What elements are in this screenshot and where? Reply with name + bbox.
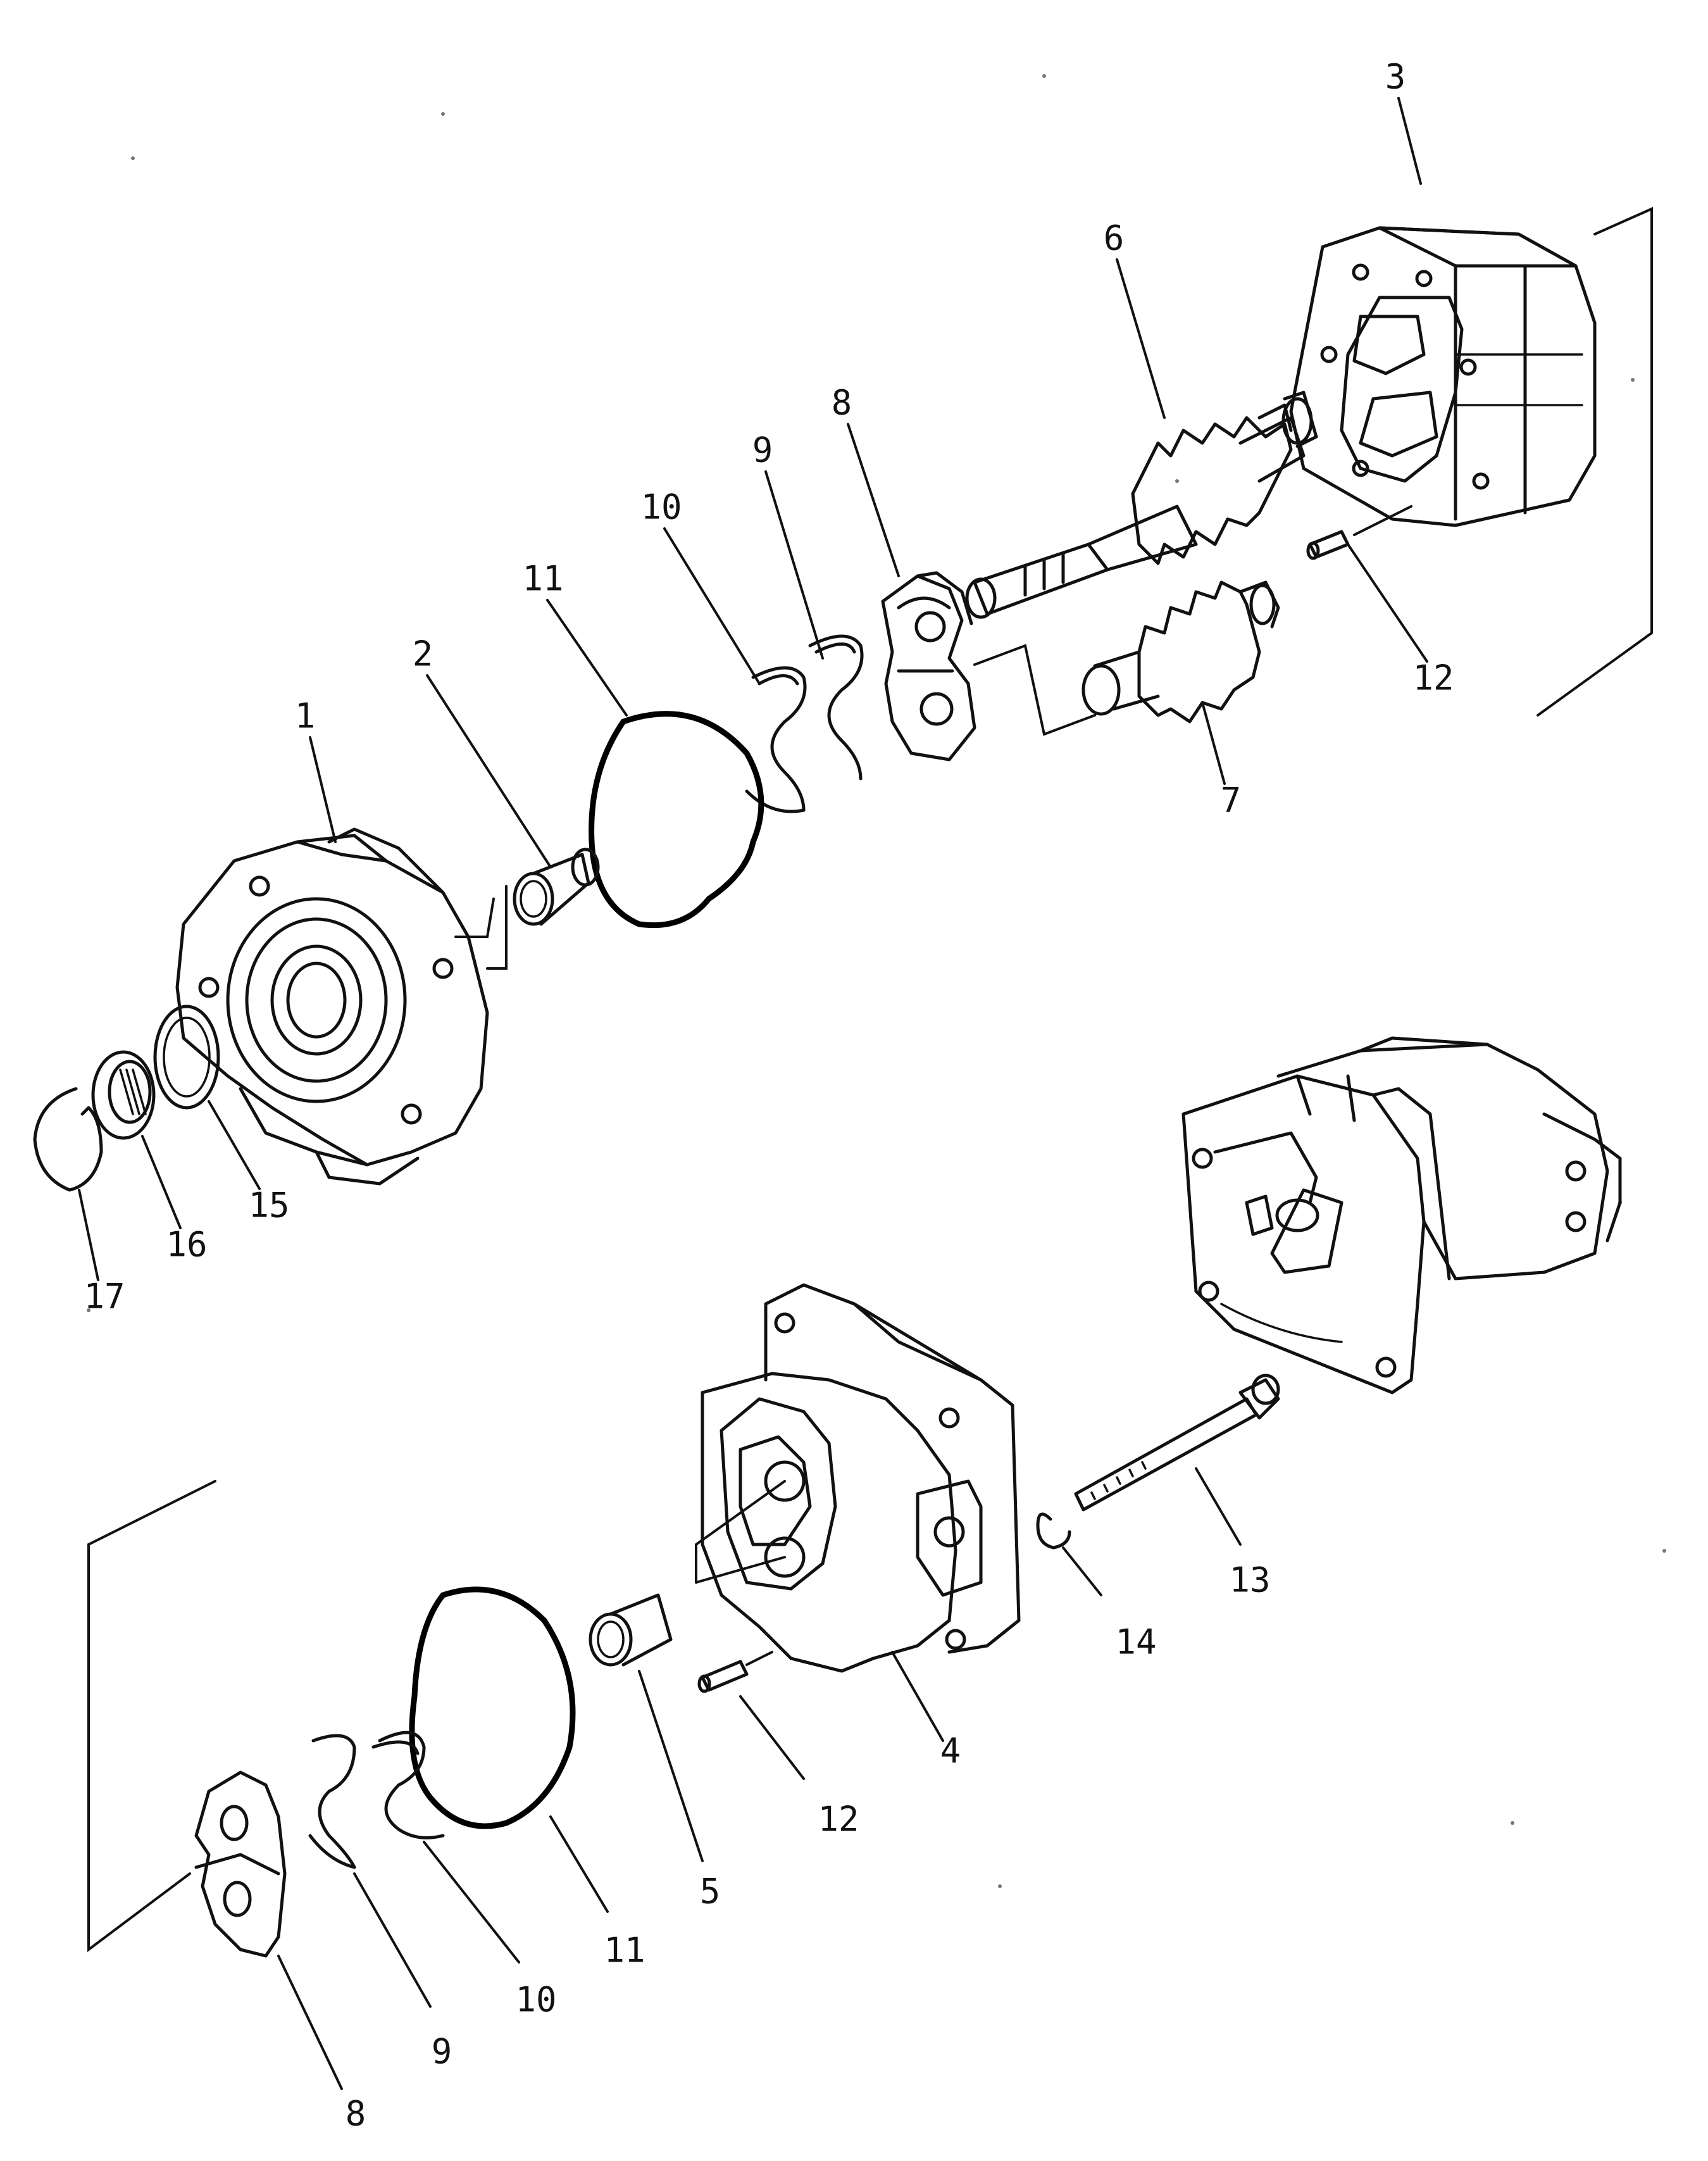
part-6-drive-gear-shaft xyxy=(965,391,1318,619)
callout-15: 15 xyxy=(248,1186,289,1225)
part-14-washer xyxy=(1036,1512,1102,1596)
part-4-rear-body xyxy=(695,1283,1021,1742)
callout-8-lower: 8 xyxy=(346,2094,366,2134)
part-11-o-ring-lower xyxy=(409,1586,609,1913)
part-10-seal-ring-upper xyxy=(745,666,807,813)
part-7-driven-gear xyxy=(973,580,1280,736)
assembled-pump xyxy=(1181,1036,1622,1394)
part-11-o-ring-upper xyxy=(589,711,764,929)
callout-14: 14 xyxy=(1115,1622,1156,1662)
part-9-backup-ring-lower xyxy=(308,1734,432,2008)
scan-specks xyxy=(87,74,1666,1888)
callout-5: 5 xyxy=(700,1872,721,1912)
callout-10-upper: 10 xyxy=(640,487,682,527)
callout-16: 16 xyxy=(166,1225,207,1265)
callout-17: 17 xyxy=(84,1277,125,1317)
part-1-front-cover xyxy=(175,827,508,1186)
callout-12-upper: 12 xyxy=(1412,658,1454,698)
part-2-bushing xyxy=(454,848,600,938)
callout-11-upper: 11 xyxy=(522,559,563,599)
callout-3: 3 xyxy=(1385,57,1406,97)
callout-12-lower: 12 xyxy=(818,1800,859,1839)
part-10-seal-ring-lower xyxy=(371,1731,520,1964)
callout-10-lower: 10 xyxy=(515,1980,556,2020)
callout-labels: 3 6 8 9 10 11 2 1 12 7 15 16 17 13 14 4 … xyxy=(84,57,1454,2134)
part-13-bolt xyxy=(1074,1374,1280,1546)
callout-13: 13 xyxy=(1229,1560,1270,1600)
callout-leaders xyxy=(78,97,1428,1281)
callout-4: 4 xyxy=(940,1731,961,1771)
callout-6: 6 xyxy=(1104,218,1125,258)
callout-2: 2 xyxy=(413,634,433,674)
part-5-bushing-lower xyxy=(589,1593,704,1862)
part-17-snap-ring xyxy=(33,1087,103,1192)
part-12-dowel-pin-lower xyxy=(697,1651,805,1780)
part-16-oil-seal xyxy=(91,1050,156,1140)
callout-9-lower: 9 xyxy=(432,2032,452,2072)
callout-1: 1 xyxy=(295,696,316,736)
part-8-bushing-plate-lower xyxy=(87,1480,343,2090)
part-3-gear-housing xyxy=(1289,206,1653,717)
callout-7: 7 xyxy=(1221,780,1242,820)
part-8-bushing-plate-upper xyxy=(881,571,976,761)
part-12-dowel-pin-upper xyxy=(1306,505,1412,560)
callout-11-lower: 11 xyxy=(604,1931,645,1970)
callout-9-upper: 9 xyxy=(752,430,773,470)
part-9-backup-ring-upper xyxy=(808,634,864,780)
callout-8-upper: 8 xyxy=(832,383,852,423)
part-15-spacer-ring xyxy=(153,1005,220,1110)
